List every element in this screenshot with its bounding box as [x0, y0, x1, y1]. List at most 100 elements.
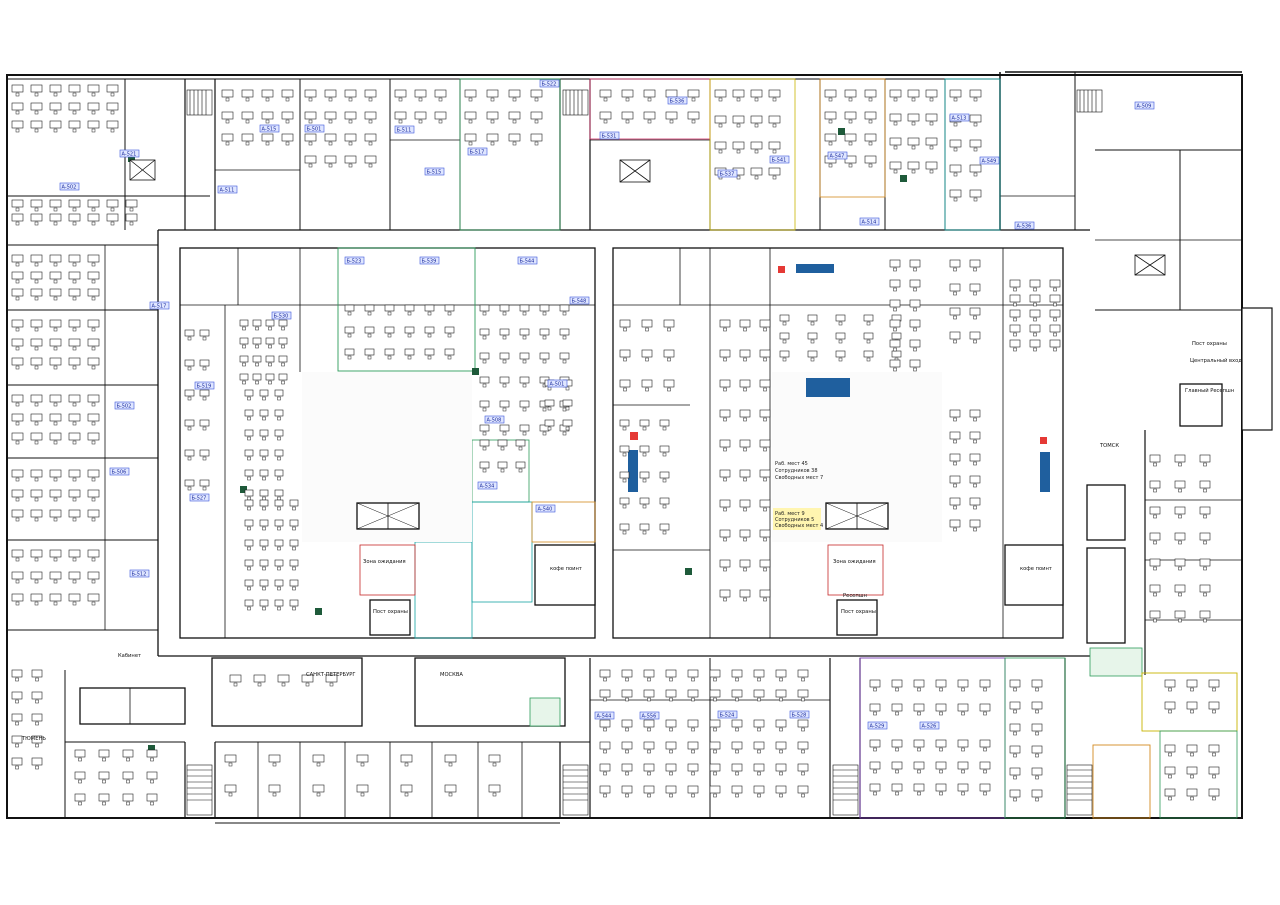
chair	[15, 296, 20, 301]
meeting-room-spb-label: САНКТ-ПЕТЕРБУРГ	[306, 672, 356, 678]
desk	[797, 763, 809, 772]
chair	[91, 557, 96, 562]
chair	[547, 386, 552, 391]
chair	[225, 119, 230, 124]
chair	[625, 749, 629, 754]
desk	[969, 519, 981, 528]
chair	[34, 207, 39, 212]
desk	[731, 785, 743, 794]
desk	[68, 394, 81, 403]
svg-text:Б-537: Б-537	[720, 171, 735, 177]
chair	[500, 446, 505, 451]
desk	[384, 348, 395, 356]
desk	[731, 669, 743, 678]
desk	[957, 703, 969, 712]
desk	[759, 319, 771, 328]
chair	[245, 141, 250, 146]
chair	[34, 601, 39, 606]
chair	[110, 92, 115, 97]
chair	[754, 175, 759, 180]
desk	[949, 519, 961, 528]
chair	[913, 267, 917, 272]
chair	[723, 507, 727, 512]
desk	[106, 84, 119, 93]
desk	[464, 89, 477, 98]
chair	[34, 92, 39, 97]
desk	[753, 741, 765, 750]
desk	[913, 679, 925, 688]
desk	[714, 115, 727, 124]
chair	[534, 119, 539, 124]
desk	[30, 357, 43, 366]
desk	[1031, 701, 1043, 710]
chair	[913, 367, 917, 372]
chair	[810, 357, 815, 362]
chair	[917, 687, 921, 692]
desk	[87, 199, 100, 208]
desk	[739, 379, 751, 388]
desk	[913, 739, 925, 748]
desk	[252, 337, 262, 345]
desk	[643, 719, 655, 728]
desk	[731, 689, 743, 698]
svg-text:Б-522: Б-522	[542, 81, 557, 87]
chair	[102, 779, 106, 784]
desk	[687, 785, 699, 794]
desk	[864, 89, 877, 98]
chair	[667, 387, 671, 392]
desk	[239, 373, 249, 381]
desk	[1174, 454, 1186, 463]
desk	[643, 89, 656, 98]
chair	[723, 477, 727, 482]
desk	[30, 394, 43, 403]
desk	[844, 111, 857, 120]
chair	[72, 477, 77, 482]
desk	[31, 735, 43, 744]
chair	[34, 557, 39, 562]
svg-text:Б-536: Б-536	[670, 98, 685, 104]
chair	[482, 468, 487, 473]
desk	[639, 471, 650, 479]
desk	[1049, 294, 1061, 303]
desk	[539, 352, 550, 360]
desk	[486, 133, 499, 142]
desk	[486, 111, 499, 120]
svg-text:Б-527: Б-527	[192, 495, 207, 501]
desk	[599, 763, 611, 772]
desk	[779, 314, 790, 322]
svg-text:Б-528: Б-528	[792, 712, 807, 718]
svg-text:А-547: А-547	[830, 153, 845, 159]
chair	[718, 123, 723, 128]
chair	[961, 769, 965, 774]
chair	[718, 149, 723, 154]
desk	[619, 379, 631, 388]
desk	[87, 319, 100, 328]
chair	[272, 792, 277, 797]
desk	[30, 469, 43, 478]
desk	[274, 579, 284, 587]
desk	[364, 326, 375, 334]
desk	[643, 785, 655, 794]
chair	[34, 262, 39, 267]
svg-text:Свободных мест 4: Свободных мест 4	[775, 523, 823, 529]
desk	[621, 763, 633, 772]
svg-text:Б-548: Б-548	[572, 298, 587, 304]
desk	[1174, 558, 1186, 567]
desk	[11, 757, 23, 766]
room-number-label: Б-527	[189, 493, 210, 502]
chair	[187, 366, 192, 371]
desk	[643, 111, 656, 120]
desk	[49, 509, 62, 518]
chair	[34, 517, 39, 522]
desk	[665, 741, 677, 750]
desk	[1208, 766, 1220, 775]
chair	[603, 749, 607, 754]
chair	[1178, 488, 1182, 493]
chair	[285, 119, 290, 124]
chair	[277, 586, 281, 591]
desk	[665, 719, 677, 728]
chair	[1153, 618, 1157, 623]
desk	[499, 352, 510, 360]
desk	[515, 439, 526, 447]
desk	[87, 254, 100, 263]
